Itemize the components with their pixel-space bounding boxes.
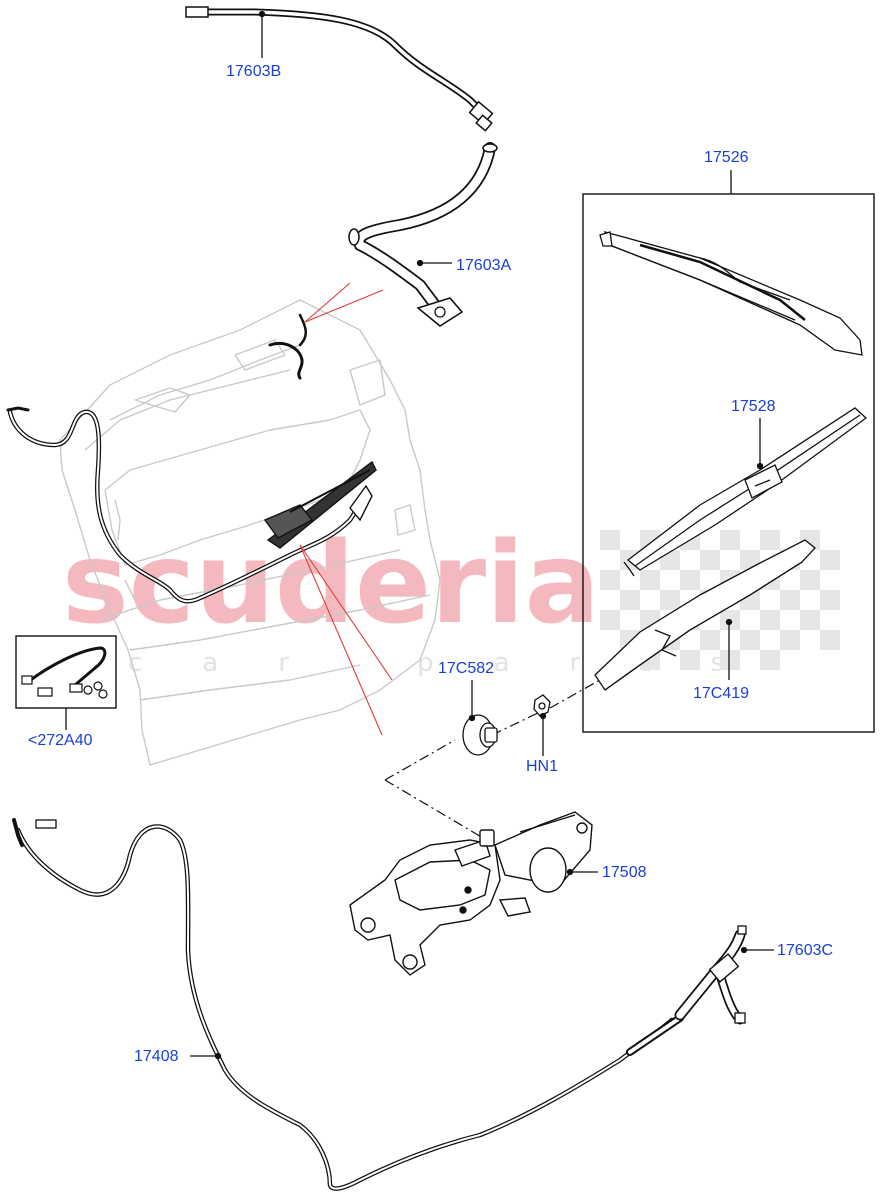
leader-17C419 <box>725 618 733 680</box>
watermark-brand: scuderia <box>62 519 601 649</box>
leader-HN1 <box>539 712 547 756</box>
lower-washer-tube-17408 <box>12 818 684 1191</box>
leader-17603A <box>416 259 452 267</box>
callout-17C582: 17C582 <box>438 660 495 677</box>
leader-17603B <box>258 10 266 58</box>
leader-17528 <box>756 418 764 470</box>
leader-17603C <box>740 946 774 954</box>
callout-17603A: 17603A <box>456 257 512 274</box>
callout-17C419: 17C419 <box>693 685 750 702</box>
callout-272A40: <272A40 <box>28 732 93 749</box>
callout-HN1: HN1 <box>526 758 559 775</box>
wiper-blade-17528 <box>623 407 868 577</box>
upper-washer-hose-a <box>348 142 498 327</box>
callout-17526: 17526 <box>704 149 749 166</box>
callout-17603B: 17603B <box>226 63 282 80</box>
nut-HN1 <box>533 694 551 717</box>
callout-17508: 17508 <box>602 864 647 881</box>
blade-kit-box <box>582 170 875 733</box>
upper-washer-hose-b <box>185 6 494 132</box>
leader-17408 <box>190 1052 222 1060</box>
callout-17408: 17408 <box>134 1048 179 1065</box>
connector-kit-box <box>15 635 117 730</box>
wiper-blade <box>599 230 863 356</box>
wiper-arm-17C419 <box>594 539 816 691</box>
red-reference-lines <box>299 282 393 736</box>
tailgate-harness <box>6 313 363 604</box>
wiper-motor-17508 <box>349 811 593 976</box>
leader-17508 <box>566 868 598 876</box>
lower-washer-hose-c <box>674 925 747 1025</box>
assembly-dashed-lines <box>384 679 601 846</box>
callout-17528: 17528 <box>731 398 776 415</box>
fitted-wiper-arm <box>263 460 377 549</box>
tailgate-outline <box>59 299 441 766</box>
leader-17C582 <box>468 680 476 722</box>
callout-17603C: 17603C <box>777 942 834 959</box>
cap-17C582 <box>462 714 498 756</box>
